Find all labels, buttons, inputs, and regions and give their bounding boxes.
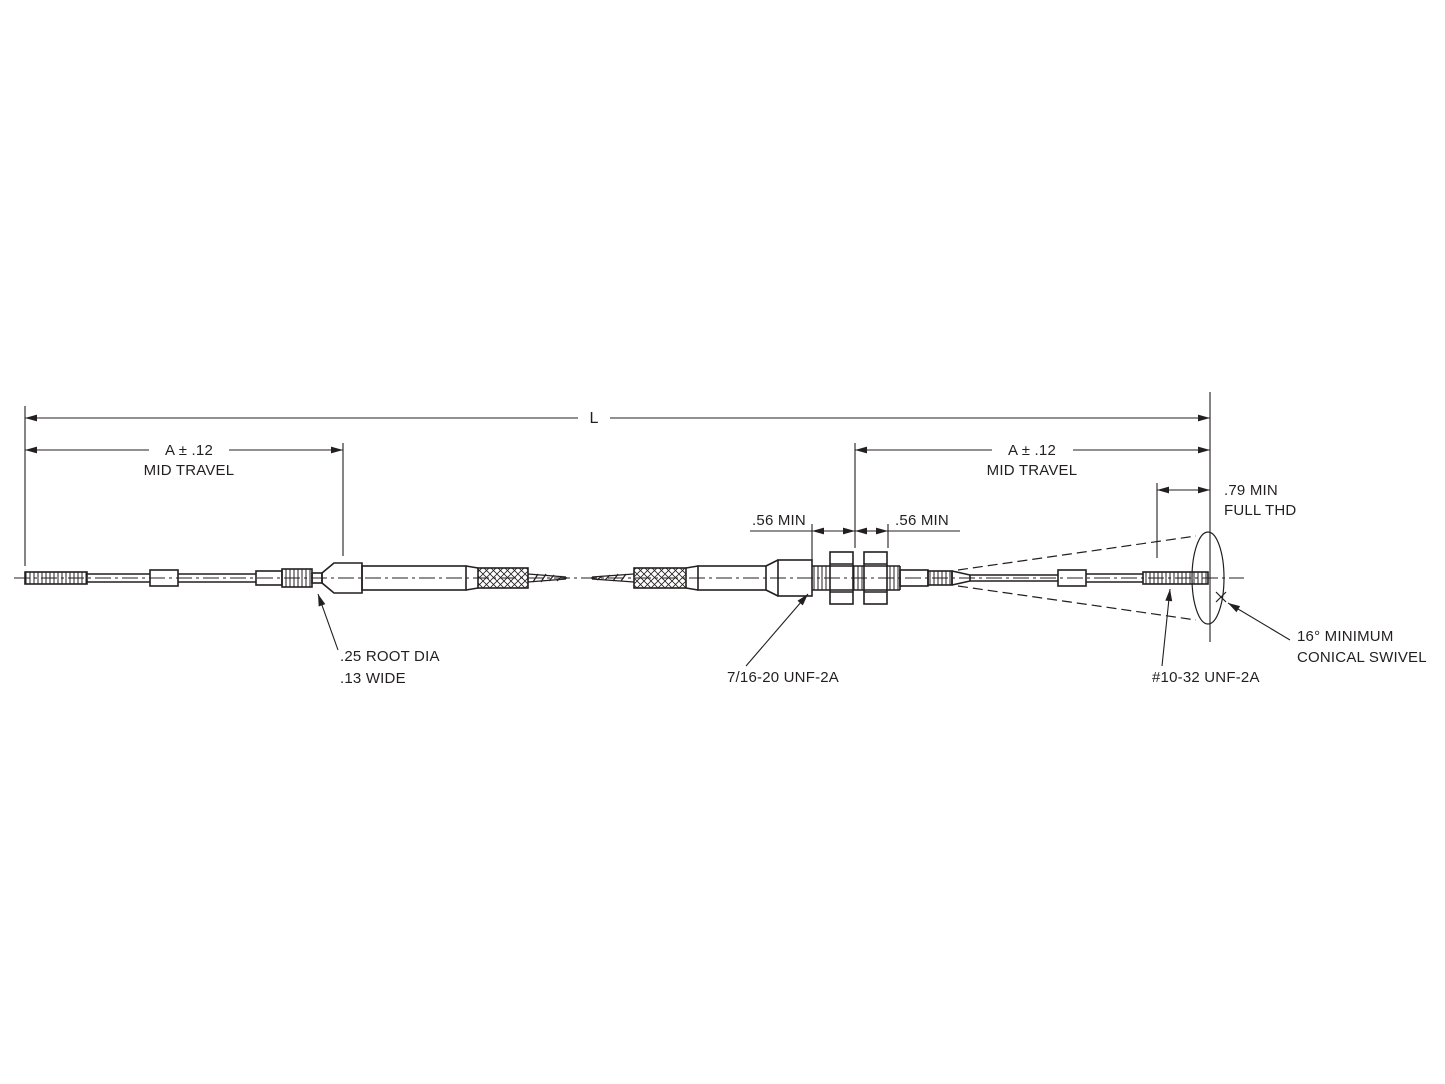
dim-thread-min: [750, 527, 960, 535]
swivel-apex-fitting: [951, 570, 971, 586]
conical-swivel-envelope: [957, 531, 1227, 625]
dim-label-overall-length: L: [589, 410, 598, 427]
callout-root-dia-line1: .25 ROOT DIA: [340, 648, 440, 665]
right-threaded-neck: [927, 570, 953, 586]
cable-assembly: [24, 531, 1227, 625]
callout-root-dia-line2: .13 WIDE: [340, 670, 406, 687]
right-threaded-end: [1142, 571, 1209, 585]
swivel-apex-x-mark: [1215, 591, 1227, 603]
dim-label-min-left: .56 MIN: [752, 512, 806, 529]
dim-label-full-thd-caption: FULL THD: [1224, 502, 1296, 519]
leader-center-thread: [745, 593, 809, 667]
dim-label-a-right-value: A ± .12: [1008, 442, 1056, 459]
braid-right: [633, 567, 687, 589]
right-conduit: [685, 559, 779, 597]
inner-strand-right: [591, 573, 635, 583]
inner-strand-left: [527, 573, 567, 583]
extension-lines: [24, 392, 1211, 642]
jam-nut-2: [863, 551, 888, 605]
dim-label-a-left-caption: MID TRAVEL: [144, 462, 235, 479]
annotations: L A ± .12 MID TRAVEL A ± .12 MID TRAVEL …: [144, 410, 1427, 687]
dim-mid-travel-left: [25, 446, 343, 454]
braid-left: [477, 567, 529, 589]
left-ferrule-1: [149, 569, 179, 587]
dim-full-thread: [1157, 486, 1210, 494]
right-rod-2: [1086, 573, 1143, 583]
dim-overall-length: [25, 414, 1210, 422]
callout-center-thread: 7/16-20 UNF-2A: [727, 669, 839, 686]
left-rod-1: [87, 573, 150, 583]
jam-nut-1: [829, 551, 854, 605]
leader-end-thread: [1161, 588, 1173, 667]
leader-conical-swivel: [1227, 602, 1291, 641]
dim-label-full-thd-value: .79 MIN: [1224, 482, 1278, 499]
callout-swivel-line2: CONICAL SWIVEL: [1297, 649, 1427, 666]
dimension-lines: [25, 414, 1210, 535]
dim-label-min-right: .56 MIN: [895, 512, 949, 529]
left-conduit-fitting: [321, 562, 479, 594]
left-threaded-end: [24, 571, 88, 585]
dim-mid-travel-right: [855, 446, 1210, 454]
callout-swivel-line1: 16° MINIMUM: [1297, 628, 1394, 645]
right-rod-1: [970, 574, 1058, 582]
right-ferrule: [1057, 569, 1087, 587]
left-rod-2: [178, 573, 256, 583]
leader-root-groove: [317, 593, 339, 651]
dim-label-a-left-value: A ± .12: [165, 442, 213, 459]
left-threaded-neck: [281, 568, 313, 588]
callout-end-thread: #10-32 UNF-2A: [1152, 669, 1260, 686]
leader-lines: [317, 588, 1291, 667]
dim-label-a-right-caption: MID TRAVEL: [987, 462, 1078, 479]
